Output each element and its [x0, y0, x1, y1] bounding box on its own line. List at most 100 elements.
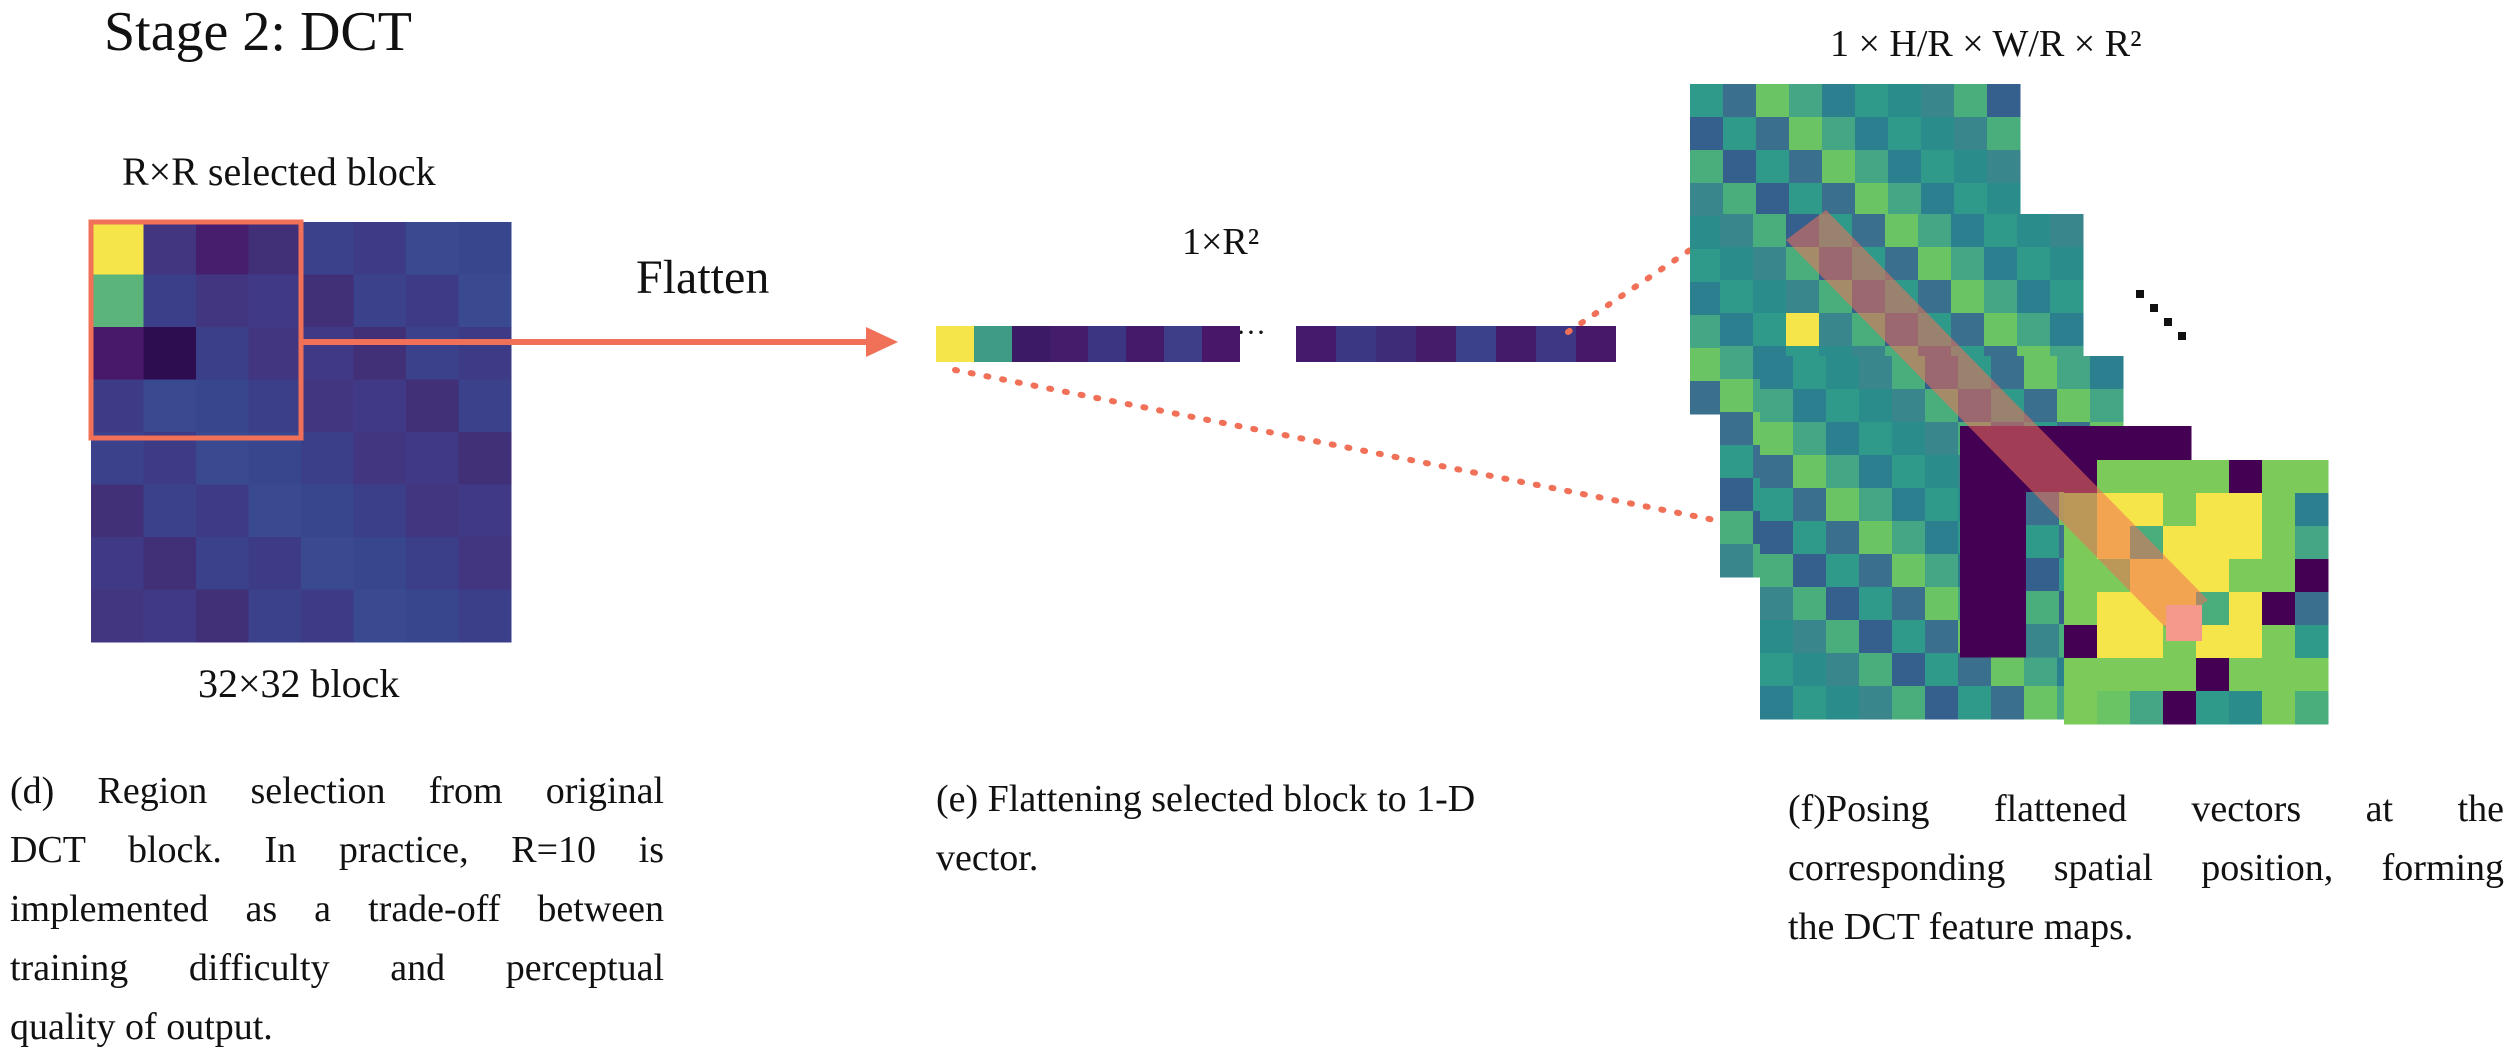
feature-map-cell: [1855, 117, 1889, 151]
feature-map-cell: [2097, 592, 2131, 626]
feature-map-cell: [1789, 84, 1823, 118]
feature-map-cell: [1822, 84, 1856, 118]
feature-map-cell: [1720, 247, 1754, 281]
feature-map-cell: [1892, 422, 1926, 456]
feature-map-cell: [2163, 493, 2197, 527]
feature-map-cell: [1954, 183, 1988, 217]
diagram-canvas: [88, 84, 2329, 725]
dct-cell: [406, 274, 459, 328]
caption-e-line: vector.: [936, 836, 1039, 879]
dct-cell: [196, 379, 249, 433]
vector-cell: [1416, 326, 1456, 362]
feature-map-cell: [1859, 554, 1893, 588]
feature-map-cell: [1892, 389, 1926, 423]
feature-map-cell: [1951, 214, 1985, 248]
dct-cell: [196, 589, 249, 643]
feature-map-cell: [2163, 691, 2197, 725]
feature-map-cell: [2097, 658, 2131, 692]
feature-map-cell: [1991, 356, 2025, 390]
dct-cell: [196, 432, 249, 485]
feature-map-cell: [2262, 559, 2296, 593]
feature-map-cell: [2229, 592, 2263, 626]
feature-map-cell: [1690, 216, 1724, 250]
feature-map-cell: [1984, 214, 2018, 248]
feature-map-cell: [2295, 592, 2329, 626]
feature-map-cell: [1859, 356, 1893, 390]
feature-map-cell: [2229, 658, 2263, 692]
dct-cell: [248, 537, 302, 590]
feature-map-cell: [1793, 554, 1827, 588]
feature-map-cell: [2050, 313, 2084, 347]
dct-cell: [196, 274, 249, 328]
feature-map-cell: [1960, 558, 1994, 592]
dct-cell: [248, 432, 302, 485]
feature-map-cell: [1987, 84, 2021, 118]
caption-d-line: implemented as a trade-off between: [10, 887, 664, 930]
feature-map-cell: [2130, 625, 2164, 659]
feature-map-cell: [1760, 356, 1794, 390]
feature-map-cell: [1690, 183, 1724, 217]
dct-cell: [353, 537, 407, 590]
feature-map-cell: [1690, 282, 1724, 316]
caption-e: (e) Flattening selected block to 1-D vec…: [936, 770, 1636, 888]
dct-cell: [353, 432, 407, 485]
feature-map-cell: [1925, 686, 1959, 720]
vector-cell: [1456, 326, 1496, 362]
feature-map-cell: [2229, 625, 2263, 659]
feature-map-cell: [1859, 620, 1893, 654]
feature-map-cell: [1859, 587, 1893, 621]
dct-cell: [143, 222, 197, 275]
feature-map-cell: [1690, 315, 1724, 349]
feature-map-cell: [2026, 624, 2060, 658]
feature-map-cell: [1793, 389, 1827, 423]
feature-map-cell: [1987, 183, 2021, 217]
feature-map-cell: [2196, 559, 2230, 593]
feature-map-cell: [2024, 686, 2058, 720]
feature-map-cell: [1760, 488, 1794, 522]
feature-map-cell: [2026, 558, 2060, 592]
feature-map-cell: [1756, 183, 1790, 217]
feature-map-cell: [1885, 247, 1919, 281]
feature-map-cell: [1760, 521, 1794, 555]
caption-d: (d) Region selection from original DCT b…: [10, 762, 664, 1056]
vector-ellipsis: ···: [1236, 316, 1266, 349]
dct-cell: [458, 484, 512, 538]
feature-map-cell: [2295, 559, 2329, 593]
feature-map-cell: [2024, 356, 2058, 390]
feature-map-cell: [2295, 658, 2329, 692]
feature-map-cell: [1925, 422, 1959, 456]
feature-map-cell: [1993, 558, 2027, 592]
feature-map-cell: [1918, 247, 1952, 281]
feature-map-cell: [1960, 525, 1994, 559]
feature-map-cell: [1984, 313, 2018, 347]
dct-cell: [248, 327, 302, 380]
position-highlight-cell: [2166, 605, 2202, 641]
feature-map-cell: [2295, 691, 2329, 725]
feature-map-cell: [1690, 84, 1724, 118]
feature-map-cell: [2130, 691, 2164, 725]
feature-map-cell: [2262, 691, 2296, 725]
feature-map-cell: [1826, 620, 1860, 654]
dct-cell: [301, 589, 354, 643]
feature-map-cell: [1826, 422, 1860, 456]
feature-map-cell: [2050, 214, 2084, 248]
feature-map-cell: [1951, 280, 1985, 314]
feature-map-cell: [1760, 422, 1794, 456]
flatten-arrowhead: [866, 327, 898, 357]
dct-cell: [143, 379, 197, 433]
caption-f: (f)Posing flattened vectors at the corre…: [1788, 780, 2504, 957]
feature-map-cell: [1993, 492, 2027, 526]
feature-map-cell: [1987, 117, 2021, 151]
feature-map-cell: [1925, 620, 1959, 654]
dct-cell: [91, 484, 144, 538]
feature-map-cell: [1760, 686, 1794, 720]
feature-map-cell: [1720, 346, 1754, 380]
feature-map-cell: [2196, 658, 2230, 692]
feature-map-cell: [1720, 445, 1754, 479]
feature-map-cell: [2024, 389, 2058, 423]
dct-cell: [143, 274, 197, 328]
dct-cell: [458, 379, 512, 433]
feature-map-cell: [2090, 389, 2124, 423]
dct-cell: [353, 222, 407, 275]
feature-map-cell: [1855, 84, 1889, 118]
